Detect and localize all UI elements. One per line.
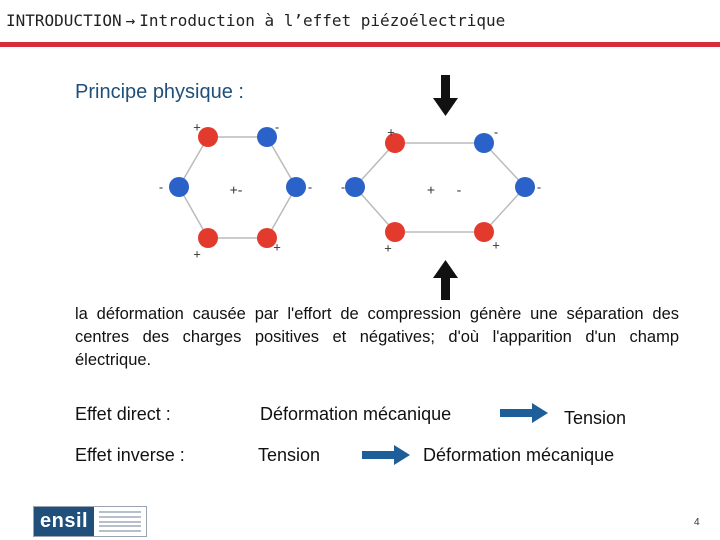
positive-charge [385, 222, 405, 242]
negative-charge [515, 177, 535, 197]
up-arrow-icon [433, 260, 458, 300]
negative-charge [286, 177, 306, 197]
direct-effect-label: Effet direct : [75, 404, 171, 424]
header-section: INTRODUCTION [6, 11, 122, 30]
piezo-diagram: +--++-+- +--++-+- [159, 75, 541, 300]
header-divider [0, 42, 720, 47]
header-topic: Introduction à l’effet piézoélectrique [139, 11, 506, 30]
rest-state-hexagon: +--++-+- [159, 119, 312, 261]
right-arrow-icon: → [125, 11, 136, 30]
positive-charge [474, 222, 494, 242]
positive-charge [198, 127, 218, 147]
inverse-effect-cause: Tension [258, 445, 321, 465]
charge-sign: + [492, 237, 500, 252]
positive-charge [257, 228, 277, 248]
description-text: la déformation causée par l'effort de co… [75, 305, 679, 369]
down-arrow-icon [433, 75, 458, 116]
negative-charge [474, 133, 494, 153]
charge-sign: + [273, 239, 281, 254]
direct-effect-result: Tension [564, 408, 627, 428]
charge-sign: - [341, 179, 345, 194]
charge-sign: - [159, 179, 163, 194]
principle-title: Principe physique : [75, 81, 244, 103]
charge-sign: + [193, 119, 201, 134]
positive-charge [198, 228, 218, 248]
direct-effect-cause: Déformation mécanique [260, 404, 452, 424]
charge-sign: - [275, 119, 279, 134]
logo-fine-print [94, 507, 146, 536]
charge-sign: + [387, 124, 395, 139]
charge-sign: + [193, 246, 201, 261]
charge-sign: - [494, 124, 498, 139]
page-number: 4 [694, 517, 700, 528]
negative-charge [169, 177, 189, 197]
charge-sign: - [308, 179, 312, 194]
charge-center-label: + [427, 182, 435, 198]
negative-charge [345, 177, 365, 197]
direct-effect-arrow-icon [500, 403, 548, 423]
inverse-effect-label: Effet inverse : [75, 445, 185, 465]
charge-center-label: - [457, 182, 462, 198]
charge-center-label: +- [230, 182, 243, 198]
inverse-effect-arrow-icon [362, 445, 410, 465]
positive-charge [385, 133, 405, 153]
header-title: INTRODUCTION→Introduction à l’effet piéz… [6, 11, 505, 30]
compressed-state-hexagon: + - - + + - + - [341, 124, 541, 255]
charge-sign: + [384, 240, 392, 255]
ensil-logo: ensil [33, 506, 147, 537]
negative-charge [257, 127, 277, 147]
inverse-effect-result: Déformation mécanique [423, 445, 615, 465]
logo-wordmark: ensil [34, 507, 95, 536]
charge-sign: - [537, 179, 541, 194]
